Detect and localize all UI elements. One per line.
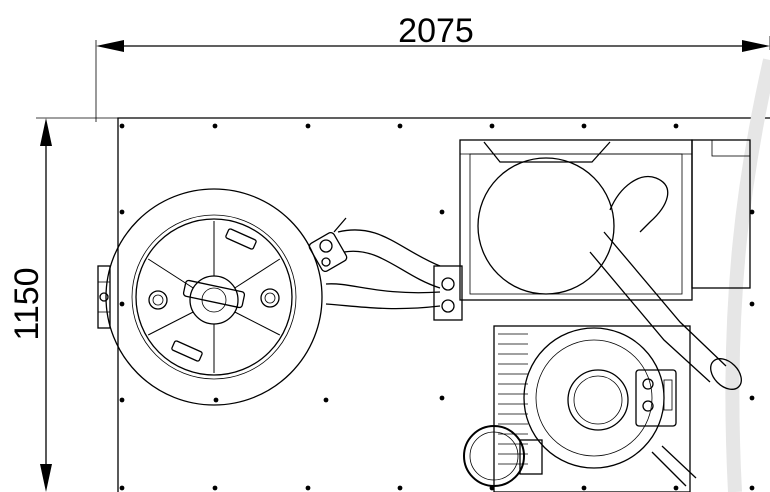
tank-inner-rim xyxy=(131,214,297,380)
lid-spoke xyxy=(147,311,194,336)
pipe-outlet xyxy=(710,358,742,390)
bolt-hole xyxy=(119,123,125,129)
flex-hose-edge xyxy=(661,445,697,479)
bolt-hole xyxy=(397,123,403,129)
discharge-pipe xyxy=(589,176,742,390)
control-switch xyxy=(663,379,673,411)
height-dimension-label: 1150 xyxy=(8,267,46,340)
drive-motor-cap xyxy=(469,431,519,481)
base-frame xyxy=(117,58,770,492)
bolt-hole xyxy=(119,209,125,215)
rim-fitting xyxy=(321,257,331,267)
bolt-hole xyxy=(749,301,755,307)
lid-spoke xyxy=(234,311,281,336)
bolt-holes xyxy=(119,123,755,491)
hopper-box xyxy=(459,139,751,301)
connecting-hoses xyxy=(308,217,463,321)
knob-inner xyxy=(264,292,276,304)
hose-coupling xyxy=(433,265,463,321)
control-knob xyxy=(642,378,654,390)
valve-stem xyxy=(333,217,347,233)
coupling-port xyxy=(441,277,455,291)
lid-handle-bottom xyxy=(171,340,203,362)
bolt-hole xyxy=(581,485,587,491)
bolt-hole xyxy=(673,485,679,491)
rim-fitting xyxy=(319,239,333,253)
width-dimension: 2075 xyxy=(95,12,770,122)
cabinet-lid xyxy=(711,139,751,157)
bolt-hole xyxy=(212,123,218,129)
hopper-drum xyxy=(477,157,615,295)
height-dimension: 1150 xyxy=(8,117,118,492)
lid-spokes xyxy=(147,221,281,373)
hopper-chute xyxy=(483,141,611,163)
lid-spoke xyxy=(234,258,281,289)
bolt-hole xyxy=(749,485,755,491)
pump-inlet-bore xyxy=(573,375,623,425)
drive-motor xyxy=(463,425,525,487)
hose-lower-top xyxy=(325,283,441,294)
tank-mount-bracket xyxy=(97,265,111,329)
lid-clamp-bar xyxy=(182,279,246,309)
pump-volute-outer xyxy=(523,327,665,469)
hopper-frame xyxy=(459,139,693,301)
pipe-edge-top xyxy=(603,231,727,367)
width-arrow-left xyxy=(96,40,124,52)
lid-knob-left xyxy=(148,290,168,310)
width-dimension-label: 2075 xyxy=(398,12,474,50)
pipe-edge-bottom xyxy=(589,251,711,383)
bolt-hole xyxy=(673,123,679,129)
bolt-hole xyxy=(119,301,125,307)
bolt-hole xyxy=(305,485,311,491)
tank-lid xyxy=(135,218,293,376)
hose-valve xyxy=(308,231,348,273)
bolt-hole xyxy=(439,395,445,401)
tank-outer-rim xyxy=(105,188,323,406)
bolt-hole xyxy=(323,397,329,403)
bolt-hole xyxy=(397,485,403,491)
lid-hub xyxy=(189,275,239,325)
hose-upper-top xyxy=(337,229,441,267)
base-frame-outline xyxy=(117,117,770,492)
knob-inner xyxy=(152,294,164,306)
height-arrow-top xyxy=(40,118,52,146)
bolt-hole xyxy=(581,123,587,129)
bolt-hole xyxy=(213,397,219,403)
lid-knob-right xyxy=(260,288,280,308)
bolt-hole xyxy=(749,209,755,215)
control-panel xyxy=(635,369,677,427)
shading-streak xyxy=(725,58,770,492)
pump-housing xyxy=(493,325,691,492)
bolt-hole xyxy=(305,123,311,129)
bolt-hole xyxy=(212,485,218,491)
width-arrow-right xyxy=(742,40,770,52)
coupling-port xyxy=(441,299,455,313)
pump-inlet xyxy=(567,369,629,431)
bolt-hole xyxy=(749,395,755,401)
flex-hose-edge xyxy=(651,451,687,487)
round-tank xyxy=(97,188,333,406)
bolt-hole xyxy=(489,123,495,129)
hose-upper-bottom xyxy=(343,250,441,289)
height-arrow-bottom xyxy=(40,464,52,492)
pump-volute-inner xyxy=(535,339,653,457)
bracket-bolt xyxy=(99,292,109,302)
motor-coupling xyxy=(519,439,543,475)
pipe-elbow xyxy=(609,176,669,233)
bolt-hole xyxy=(119,485,125,491)
control-knob xyxy=(642,400,654,412)
lid-spoke xyxy=(147,258,194,289)
hose-lower-bottom xyxy=(325,303,441,310)
bolt-hole xyxy=(439,209,445,215)
lid-handle-top xyxy=(225,228,257,250)
pump-motor-unit xyxy=(463,325,697,492)
bolt-hole xyxy=(119,397,125,403)
